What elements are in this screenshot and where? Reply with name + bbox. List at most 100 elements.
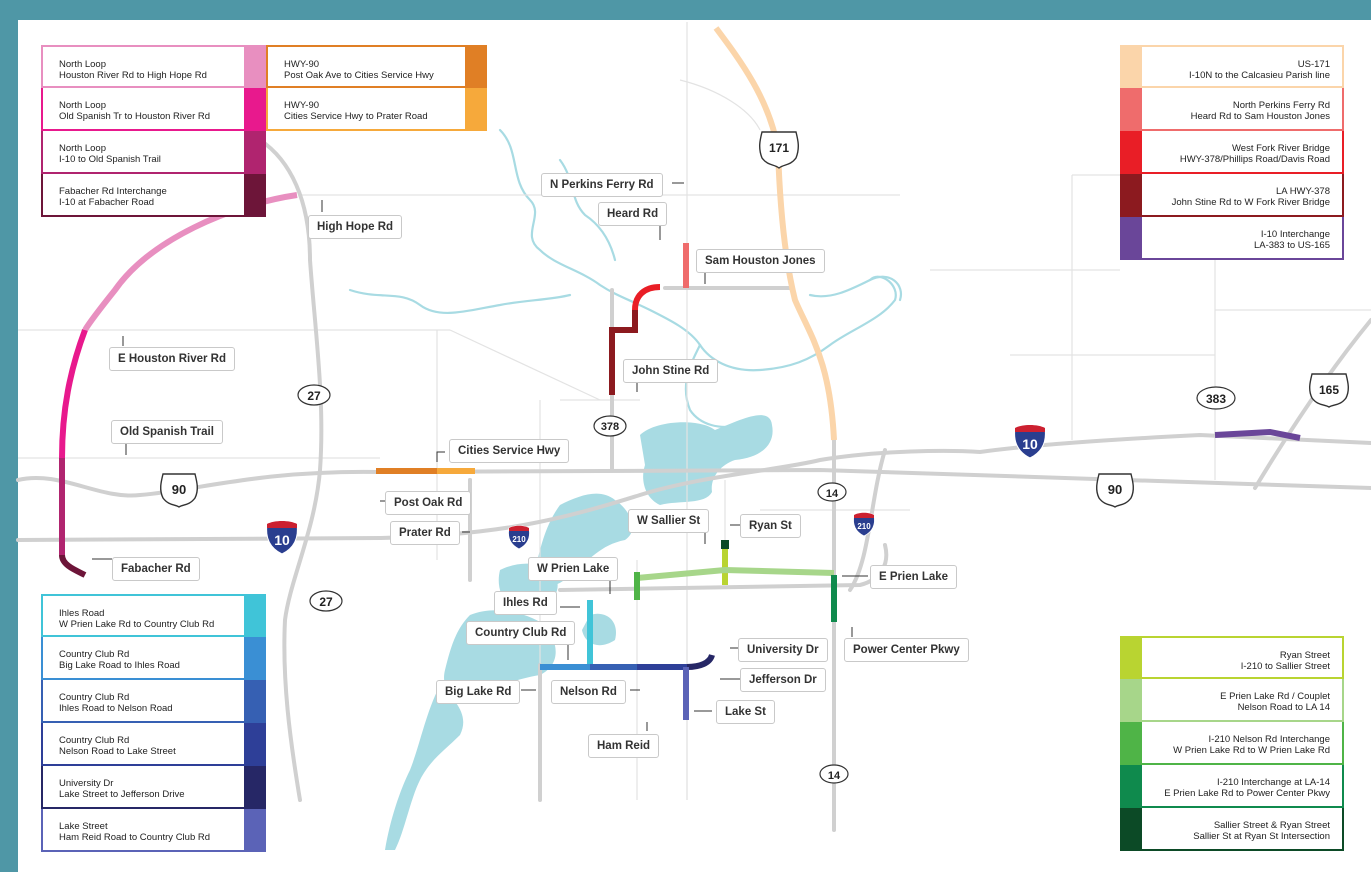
legend-item-description: I-10 to Old Spanish Trail (59, 154, 161, 165)
label-country-club: Country Club Rd (466, 621, 576, 645)
legend-item-description: Lake Street to Jefferson Drive (59, 789, 185, 800)
legend-item-title: I-210 Interchange at LA-14 (1216, 777, 1330, 788)
label-ryan: Ryan St (740, 514, 801, 538)
legend-item-title: E Prien Lake Rd / Couplet (1220, 691, 1330, 702)
label-john-stine: John Stine Rd (623, 359, 719, 383)
legend-item-description: Ham Reid Road to Country Club Rd (59, 832, 211, 843)
label-jefferson: Jefferson Dr (740, 668, 826, 692)
label-e-houston-river: E Houston River Rd (109, 347, 235, 371)
label-high-hope: High Hope Rd (308, 215, 403, 239)
us90-west-shield: 90 (160, 473, 198, 508)
legend-item-description: Post Oak Ave to Cities Service Hwy (284, 70, 434, 81)
legend-item-description: I-210 to Sallier Street (1240, 661, 1330, 672)
label-power-center: Power Center Pkwy (844, 638, 969, 662)
legend-item-title: Lake Street (59, 821, 108, 832)
legend-swatch (465, 47, 485, 86)
label-heard: Heard Rd (598, 202, 668, 226)
label-sam-houston-jones: Sam Houston Jones (696, 249, 825, 273)
svg-text:90: 90 (172, 482, 186, 497)
svg-text:27: 27 (319, 595, 333, 609)
label-nelson: Nelson Rd (551, 680, 626, 704)
legend-item-title: LA HWY-378 (1275, 186, 1330, 197)
la14-south-shield: 14 (819, 764, 849, 784)
svg-text:14: 14 (828, 770, 841, 782)
legend-item-title: Ryan Street (1279, 650, 1330, 661)
legend-item-title: Country Club Rd (59, 692, 130, 703)
la383-shield: 383 (1196, 386, 1236, 410)
label-n-perkins-ferry: N Perkins Ferry Rd (541, 173, 663, 197)
legend-item-title: US-171 (1297, 59, 1330, 70)
legend-item-title: I-10 Interchange (1260, 229, 1330, 240)
legend-item-description: I-10N to the Calcasieu Parish line (1189, 70, 1330, 81)
label-ham-reid: Ham Reid (588, 734, 660, 758)
legend-item-description: Heard Rd to Sam Houston Jones (1190, 111, 1330, 122)
legend-swatch (1122, 722, 1142, 763)
svg-text:210: 210 (512, 535, 526, 544)
label-old-spanish-trail: Old Spanish Trail (111, 420, 223, 444)
legend-item-description: Nelson Road to Lake Street (59, 746, 176, 757)
legend-swatch (1122, 638, 1142, 677)
label-w-prien-lake: W Prien Lake (528, 557, 619, 581)
i210-east-shield: 210 (853, 512, 875, 537)
legend-item-description: Houston River Rd to High Hope Rd (59, 70, 207, 81)
i210-west-shield: 210 (508, 525, 530, 550)
legend-item-description: Big Lake Road to Ihles Road (59, 660, 180, 671)
legend-item-description: E Prien Lake Rd to Power Center Pkwy (1164, 788, 1330, 799)
label-lake-st: Lake St (716, 700, 775, 724)
legend-item-description: Old Spanish Tr to Houston River Rd (59, 111, 211, 122)
label-cities-service: Cities Service Hwy (449, 439, 570, 463)
legend-item-description: Ihles Road to Nelson Road (59, 703, 173, 714)
svg-text:90: 90 (1108, 482, 1122, 497)
legend-swatch (465, 88, 485, 129)
us171-shield: 171 (759, 131, 799, 169)
legend-swatch (244, 637, 264, 678)
legend-swatch (244, 88, 264, 129)
svg-text:171: 171 (769, 141, 789, 155)
label-ihles: Ihles Rd (494, 591, 557, 615)
svg-text:10: 10 (1022, 436, 1038, 452)
route-shields: 171 90 90 165 27 27 378 383 (160, 131, 1349, 784)
la378-shield: 378 (593, 415, 627, 437)
legend-item-title: Sallier Street & Ryan Street (1213, 820, 1330, 831)
label-post-oak: Post Oak Rd (385, 491, 472, 515)
legend-swatch (244, 131, 264, 172)
legend-item-description: W Prien Lake Rd to Country Club Rd (59, 619, 215, 630)
legend-swatch (1122, 808, 1142, 849)
legend-item-description: W Prien Lake Rd to W Prien Lake Rd (1173, 745, 1330, 756)
legend-item-title: North Perkins Ferry Rd (1232, 100, 1330, 111)
legend-swatch (1122, 88, 1142, 129)
legend-swatch (244, 809, 264, 850)
legend-item-title: North Loop (59, 59, 107, 70)
svg-text:210: 210 (857, 522, 871, 531)
legend-item-title: North Loop (59, 100, 107, 111)
legend-item-title: Fabacher Rd Interchange (59, 186, 167, 197)
legend-item-description: LA-383 to US-165 (1253, 240, 1330, 251)
us165-shield: 165 (1309, 373, 1349, 408)
legend-swatch (1122, 174, 1142, 215)
legend-swatch (1122, 217, 1142, 258)
legend-item-description: Cities Service Hwy to Prater Road (284, 111, 428, 122)
legend-swatch (244, 174, 264, 215)
legend-item-description: HWY-378/Phillips Road/Davis Road (1179, 154, 1330, 165)
legend-item-description: Nelson Road to LA 14 (1237, 702, 1330, 713)
legend-item-title: Country Club Rd (59, 735, 130, 746)
project-segments (59, 26, 1301, 720)
i10-west-shield: 10 (266, 520, 298, 555)
legend-item-title: HWY-90 (284, 59, 320, 70)
legend-swatch (244, 723, 264, 764)
